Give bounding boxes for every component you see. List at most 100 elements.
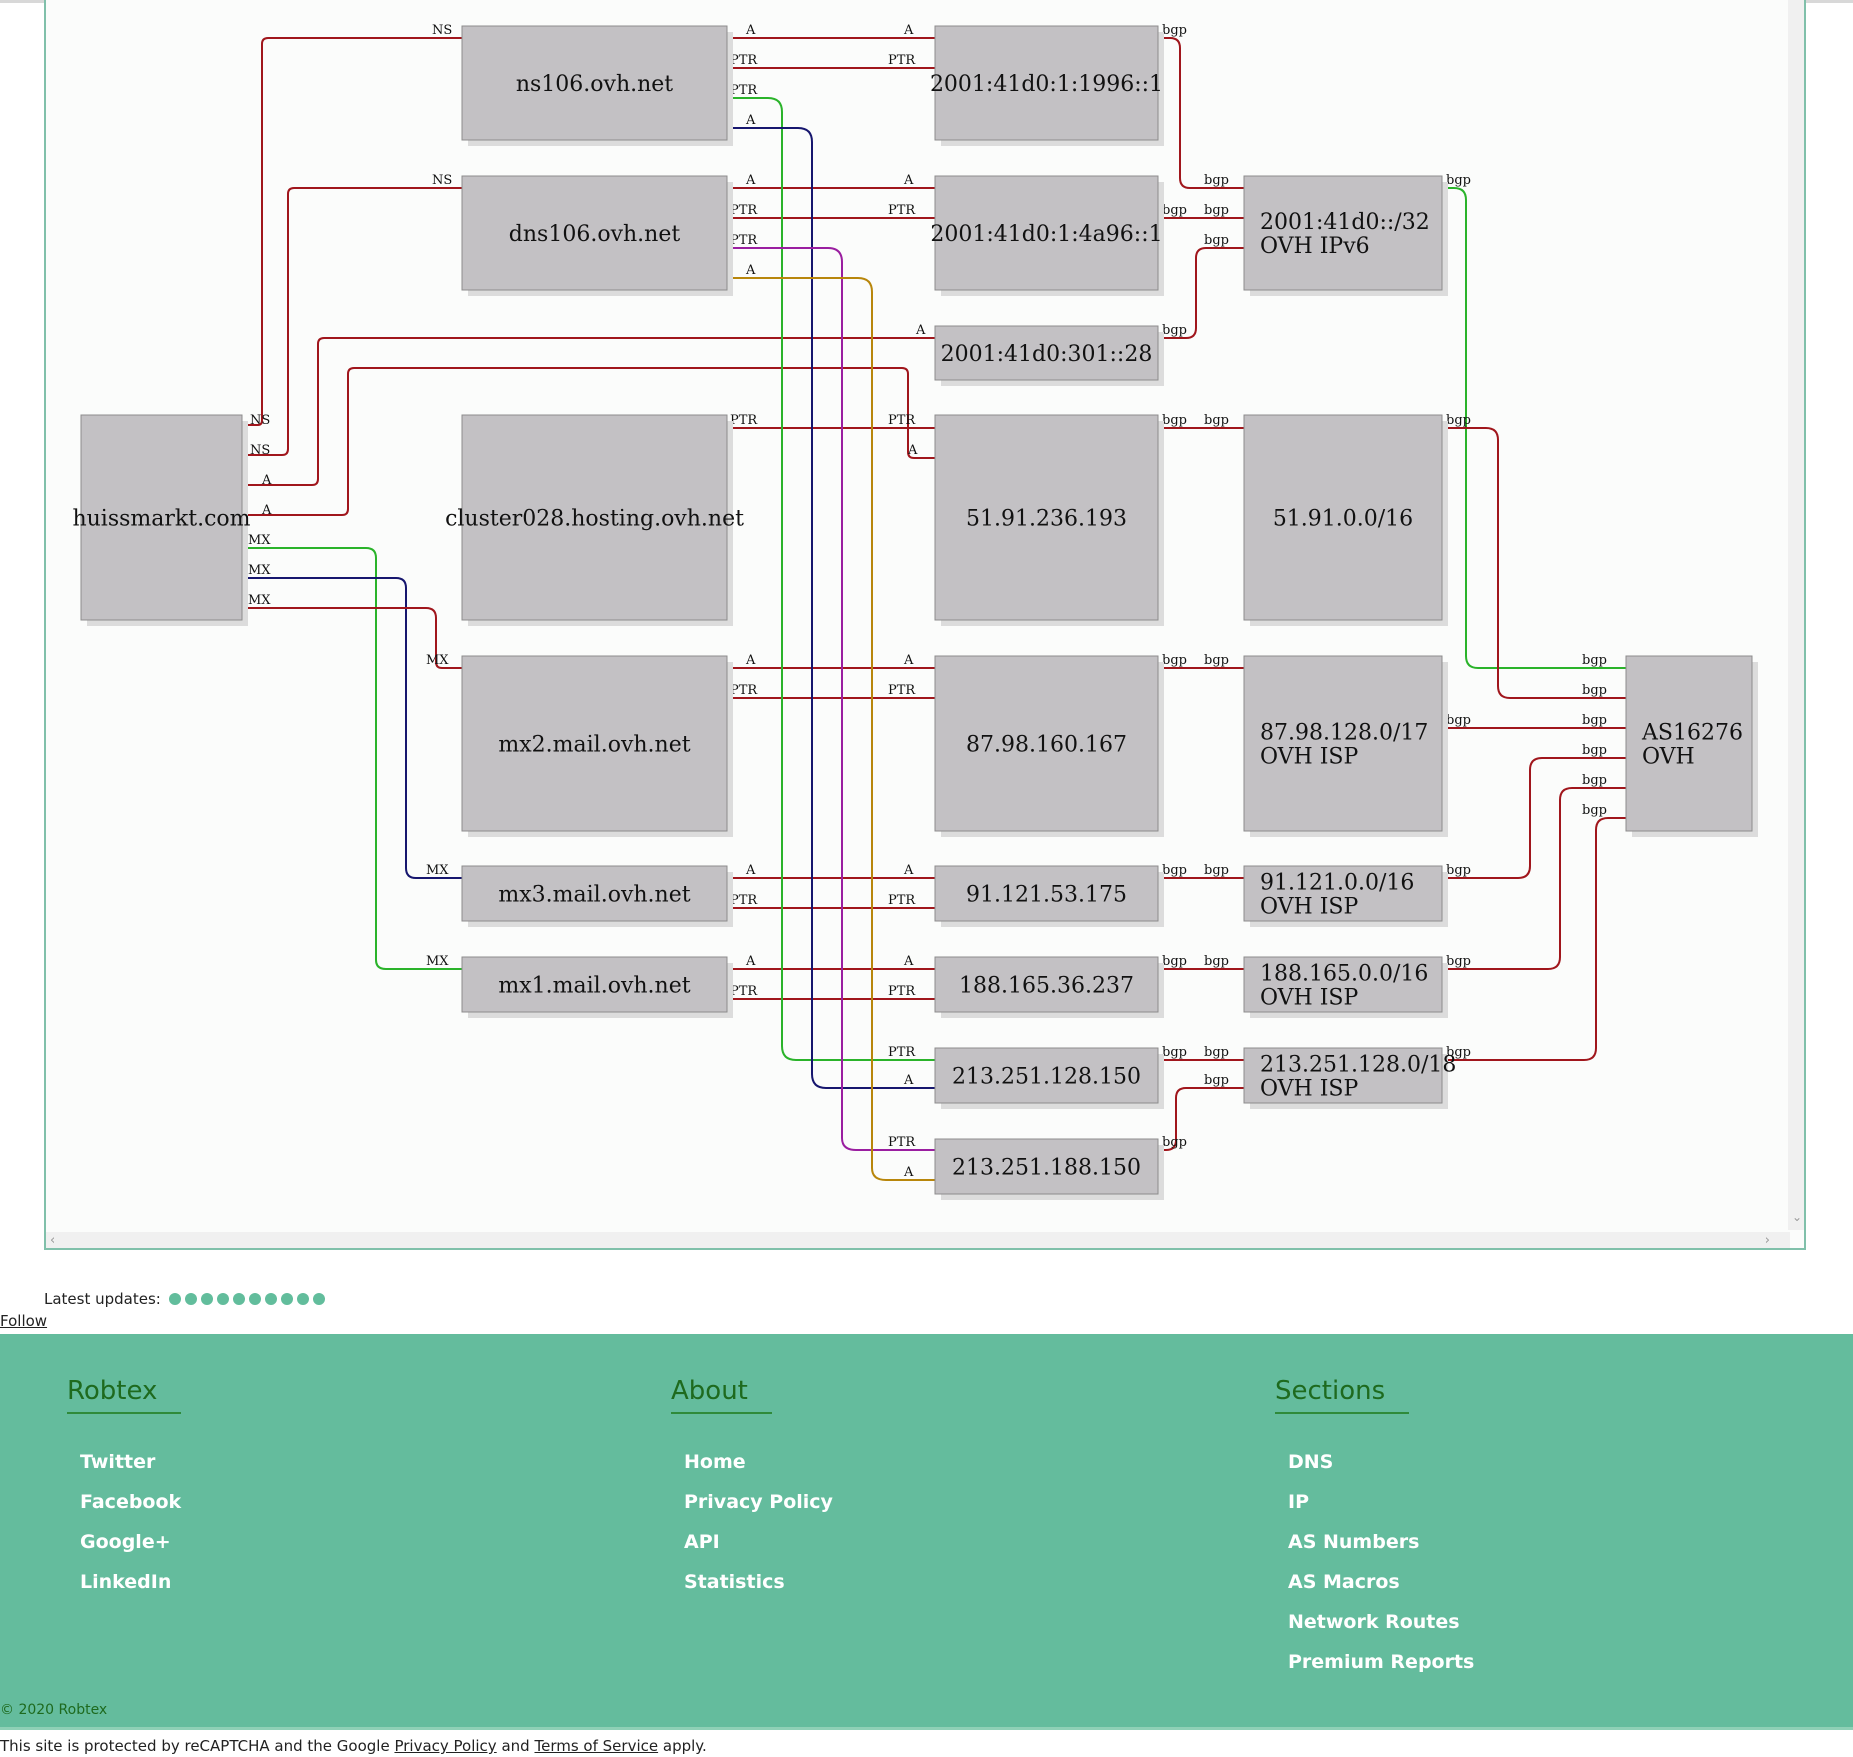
node-box[interactable] [461, 956, 728, 1013]
node-ip51[interactable]: 51.91.236.193 [934, 414, 1164, 626]
node-box[interactable] [934, 1047, 1159, 1104]
node-box[interactable] [934, 655, 1159, 832]
node-net51[interactable]: 51.91.0.0/16 [1243, 414, 1448, 626]
node-label: OVH ISP [1260, 1077, 1358, 1102]
scroll-down-icon[interactable]: ⌄ [1791, 1210, 1802, 1224]
edge-line [1158, 247, 1244, 339]
node-box[interactable] [461, 25, 728, 141]
footer-link-facebook[interactable]: Facebook [80, 1491, 182, 1513]
node-huissmarkt[interactable]: huissmarkt.com [72, 414, 251, 626]
edge-label: NS [432, 173, 452, 188]
update-dot[interactable] [216, 1293, 229, 1305]
node-cluster028[interactable]: cluster028.hosting.ovh.net [445, 414, 744, 626]
node-ip213a[interactable]: 213.251.128.150 [934, 1047, 1164, 1109]
footer-column-sections: Sections DNS IP AS Numbers AS Macros Net… [1275, 1376, 1474, 1682]
update-dot[interactable] [168, 1293, 181, 1305]
update-dot[interactable] [200, 1293, 213, 1305]
node-box[interactable] [934, 25, 1159, 141]
update-dots[interactable] [168, 1293, 325, 1305]
node-box[interactable] [934, 325, 1159, 381]
node-ip91[interactable]: 91.121.53.175 [934, 865, 1164, 927]
node-box[interactable] [1243, 414, 1443, 621]
scroll-left-icon[interactable]: ‹ [50, 1233, 56, 1248]
node-ip6c[interactable]: 2001:41d0:301::28 [934, 325, 1164, 386]
node-box[interactable] [934, 414, 1159, 621]
node-dns106[interactable]: dns106.ovh.net [461, 175, 733, 296]
footer-link-as-macros[interactable]: AS Macros [1288, 1571, 1400, 1593]
edge-label: PTR [888, 893, 916, 908]
node-box[interactable] [80, 414, 243, 621]
node-box[interactable] [934, 1138, 1159, 1195]
node-box[interactable] [1625, 655, 1753, 832]
footer-link-dns[interactable]: DNS [1288, 1451, 1334, 1473]
node-box[interactable] [1243, 1047, 1443, 1104]
node-ip6a[interactable]: 2001:41d0:1:1996::1 [930, 25, 1164, 146]
scroll-right-icon[interactable]: › [1764, 1233, 1770, 1248]
footer-link-network-routes[interactable]: Network Routes [1288, 1611, 1460, 1633]
node-box[interactable] [934, 175, 1159, 291]
edge-line [242, 607, 462, 669]
footer-link-ip[interactable]: IP [1288, 1491, 1309, 1513]
node-label: 91.121.53.175 [966, 883, 1127, 908]
footer-link-premium-reports[interactable]: Premium Reports [1288, 1651, 1475, 1673]
node-box[interactable] [1243, 655, 1443, 832]
edge-line [1158, 37, 1244, 189]
vertical-scrollbar[interactable]: ⌄ [1788, 0, 1804, 1230]
recaptcha-privacy-link[interactable]: Privacy Policy [394, 1737, 497, 1755]
footer-link-linkedin[interactable]: LinkedIn [80, 1571, 172, 1593]
footer-link-googleplus[interactable]: Google+ [80, 1531, 171, 1553]
node-mx3[interactable]: mx3.mail.ovh.net [461, 865, 733, 927]
node-box[interactable] [934, 865, 1159, 922]
footer-link-home[interactable]: Home [684, 1451, 746, 1473]
node-ns106[interactable]: ns106.ovh.net [461, 25, 733, 146]
node-box[interactable] [461, 655, 728, 832]
update-dot[interactable] [280, 1293, 293, 1305]
node-box[interactable] [461, 175, 728, 291]
edge-label: PTR [730, 683, 758, 698]
edge-label: bgp [1446, 173, 1471, 188]
update-dot[interactable] [264, 1293, 277, 1305]
footer-link-api[interactable]: API [684, 1531, 720, 1553]
node-box[interactable] [461, 865, 728, 922]
follow-link[interactable]: Follow [0, 1312, 48, 1330]
node-box[interactable] [461, 414, 728, 621]
node-mx2[interactable]: mx2.mail.ovh.net [461, 655, 733, 837]
node-mx1[interactable]: mx1.mail.ovh.net [461, 956, 733, 1018]
node-label: OVH [1642, 745, 1695, 770]
update-dot[interactable] [296, 1293, 309, 1305]
footer-link-as-numbers[interactable]: AS Numbers [1288, 1531, 1420, 1553]
update-dot[interactable] [184, 1293, 197, 1305]
node-ip6b[interactable]: 2001:41d0:1:4a96::1 [930, 175, 1164, 296]
recaptcha-notice: This site is protected by reCAPTCHA and … [0, 1737, 707, 1755]
recaptcha-terms-link[interactable]: Terms of Service [534, 1737, 659, 1755]
node-label: OVH ISP [1260, 986, 1358, 1011]
edge-line [1442, 817, 1626, 1061]
horizontal-scrollbar[interactable]: ‹ › [46, 1232, 1790, 1248]
edge-label: PTR [730, 893, 758, 908]
node-box[interactable] [934, 956, 1159, 1013]
edge-line [1442, 787, 1626, 970]
node-box[interactable] [1243, 175, 1443, 291]
node-box[interactable] [1243, 865, 1443, 922]
update-dot[interactable] [232, 1293, 245, 1305]
recaptcha-and: and [501, 1737, 530, 1755]
edge-label: bgp [1162, 1135, 1187, 1150]
node-ip188[interactable]: 188.165.36.237 [934, 956, 1164, 1018]
edge-line [727, 247, 935, 1151]
footer-link-privacy-policy[interactable]: Privacy Policy [684, 1491, 833, 1513]
node-box[interactable] [1243, 956, 1443, 1013]
node-ip87[interactable]: 87.98.160.167 [934, 655, 1164, 837]
footer-link-statistics[interactable]: Statistics [684, 1571, 785, 1593]
update-dot[interactable] [312, 1293, 325, 1305]
node-ip213b[interactable]: 213.251.188.150 [934, 1138, 1164, 1200]
node-label: cluster028.hosting.ovh.net [445, 507, 744, 532]
update-dot[interactable] [248, 1293, 261, 1305]
footer-link-twitter[interactable]: Twitter [80, 1451, 156, 1473]
edge-label: bgp [1162, 323, 1187, 338]
